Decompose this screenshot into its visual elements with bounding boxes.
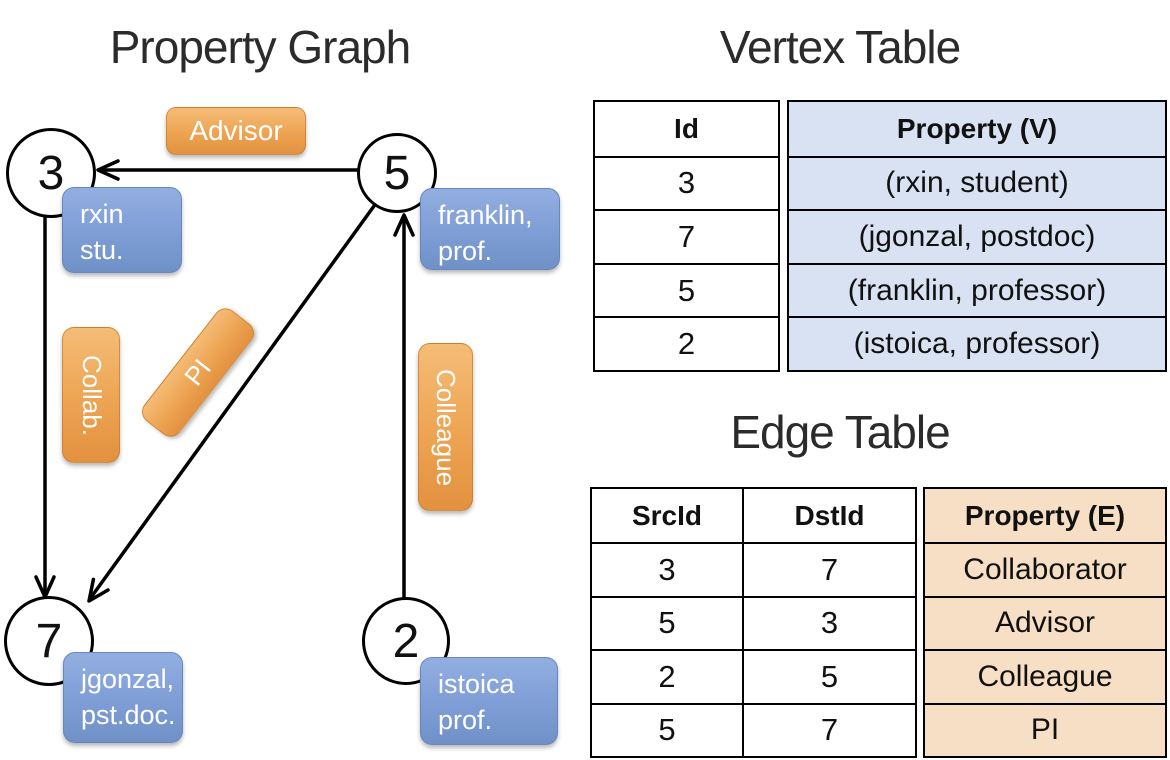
node-id-5: 5 [383,146,411,200]
node-property-box-jgonzal: jgonzal, pst.doc. [63,652,183,743]
arrowhead-colleague [393,213,415,237]
edge-label-advisor: Advisor [166,107,306,155]
edge-label-text: PI [178,353,217,392]
node-property-box-rxin: rxin stu. [62,187,182,273]
edge-dst-cell: 7 [742,542,915,596]
edge-label-colleague: Colleague [418,343,473,511]
edge-property-cell: Colleague [925,649,1165,702]
edge-ids-table: SrcId DstId 3 7 5 3 2 5 5 7 [590,487,917,758]
vertex-id-table: Id 3 7 5 2 [593,100,780,372]
edge-label-text: Colleague [431,368,461,486]
node-property-line2: pst.doc. [81,700,176,731]
vertex-property-cell: (jgonzal, postdoc) [789,209,1165,263]
node-id-7: 7 [35,614,63,668]
edge-property-cell: Collaborator [925,542,1165,595]
vertex-id-header: Id [674,112,699,144]
vertex-table-title: Vertex Table [719,21,961,73]
node-property-line1: rxin [80,199,124,229]
node-id-2: 2 [392,614,420,668]
vertex-id-cell: 2 [595,316,778,370]
edge-label-collab: Collab. [62,327,120,463]
arrowhead-pi [87,577,110,603]
arrowhead-advisor [96,159,120,181]
vertex-property-table: Property (V) (rxin, student) (jgonzal, p… [787,100,1167,372]
node-property-line2: stu. [80,235,124,266]
edge-table-title: Edge Table [730,406,950,458]
edge-dst-cell: 7 [742,702,915,756]
edge-src-header: SrcId [631,499,703,531]
edge-dst-cell: 3 [742,595,915,650]
node-property-line1: jgonzal, [81,664,175,694]
edge-dst-cell: 5 [742,649,915,703]
edge-src-cell: 2 [592,649,742,702]
edge-property-header: Property (E) [964,499,1126,531]
edge-src-cell: 5 [592,702,742,756]
edge-line-pi [90,204,376,598]
edge-label-text: Advisor [189,115,283,146]
vertex-property-cell: (rxin, student) [789,155,1165,210]
edge-src-cell: 5 [592,595,742,649]
edge-property-cell: PI [925,702,1165,756]
node-property-box-istoica: istoica prof. [420,657,558,745]
vertex-property-header: Property (V) [896,112,1058,144]
edge-src-cell: 3 [592,542,742,595]
vertex-property-cell: (franklin, professor) [789,262,1165,317]
vertex-property-cell: (istoica, professor) [789,316,1165,370]
edge-property-cell: Advisor [925,595,1165,649]
vertex-id-cell: 5 [595,262,778,317]
edge-property-table: Property (E) Collaborator Advisor Collea… [923,487,1167,758]
property-graph-title: Property Graph [109,21,411,73]
node-property-line2: prof. [438,705,493,736]
node-id-3: 3 [37,146,65,200]
node-circle-3: 3 [6,128,96,218]
node-property-line2: prof. [438,236,493,267]
edge-label-text: Collab. [76,354,107,436]
node-property-box-franklin: franklin, prof. [420,188,560,270]
edge-dst-header: DstId [742,489,915,543]
vertex-id-cell: 7 [595,209,778,263]
node-property-line1: franklin, [438,200,533,230]
node-property-line1: istoica [438,669,515,699]
vertex-id-cell: 3 [595,155,778,210]
